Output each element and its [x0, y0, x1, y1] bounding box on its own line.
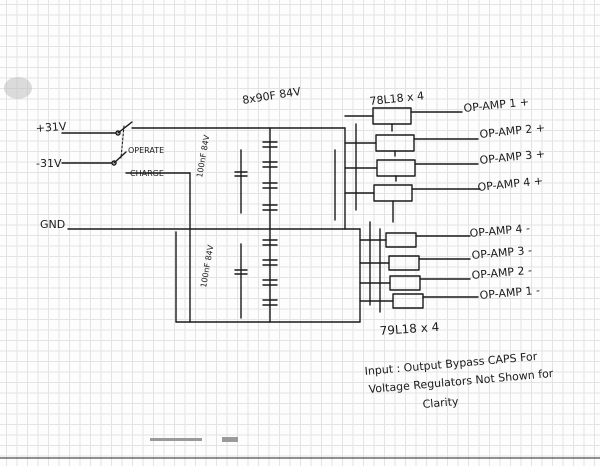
regulator-79L18-3 — [389, 275, 421, 291]
minus-rail-label: -31V — [36, 157, 62, 170]
output-label-pos-1: OP-AMP 1 + — [463, 95, 530, 115]
charge-label: CHARGE — [130, 169, 164, 178]
paper-edge-marks — [0, 437, 600, 459]
paper-barcode — [150, 438, 202, 441]
regulator-79L18-1 — [385, 232, 417, 248]
switch-blade-2 — [113, 151, 127, 164]
regulator-78L18-2 — [375, 134, 415, 152]
upper-cap-value-label: 100nF 84V — [195, 134, 211, 179]
switch-contact-2 — [111, 160, 117, 166]
positive-regulator-label: 78L18 x 4 — [369, 89, 425, 108]
regulator-79L18-4 — [392, 293, 424, 309]
output-label-pos-4: OP-AMP 4 + — [477, 174, 544, 194]
regulator-78L18-4 — [373, 184, 413, 202]
output-label-neg-4: OP-AMP 4 - — [469, 222, 530, 240]
capacitor-bank-upper — [234, 127, 278, 230]
paper-stain — [4, 77, 32, 99]
switch-contact-1 — [115, 130, 121, 136]
output-label-neg-2: OP-AMP 2 - — [471, 264, 532, 282]
note-line-3: Clarity — [422, 395, 459, 411]
output-label-neg-1: OP-AMP 1 - — [479, 284, 540, 302]
negative-regulator-label: 79L18 x 4 — [379, 320, 439, 338]
capacitor-bank-lower — [234, 228, 278, 323]
output-label-pos-3: OP-AMP 3 + — [479, 147, 546, 167]
ground-label: GND — [40, 218, 65, 231]
output-label-pos-2: OP-AMP 2 + — [479, 121, 546, 141]
regulator-78L18-3 — [376, 159, 416, 177]
plus-rail-label: +31V — [35, 120, 67, 135]
regulator-78L18-1 — [372, 107, 412, 125]
negative-regulator-bank — [344, 221, 479, 323]
paper-logo-mark — [222, 437, 238, 442]
lower-cap-value-label: 100nF 84V — [199, 244, 215, 289]
input-rails — [61, 121, 361, 323]
cap-bank-title: 8x90F 84V — [241, 85, 302, 107]
operate-label: OPERATE — [128, 146, 164, 155]
switch-linkage — [120, 125, 125, 159]
positive-regulator-bank — [334, 107, 481, 230]
switch-blade-1 — [117, 121, 133, 134]
regulator-79L18-2 — [388, 255, 420, 271]
output-label-neg-3: OP-AMP 3 - — [471, 244, 532, 262]
